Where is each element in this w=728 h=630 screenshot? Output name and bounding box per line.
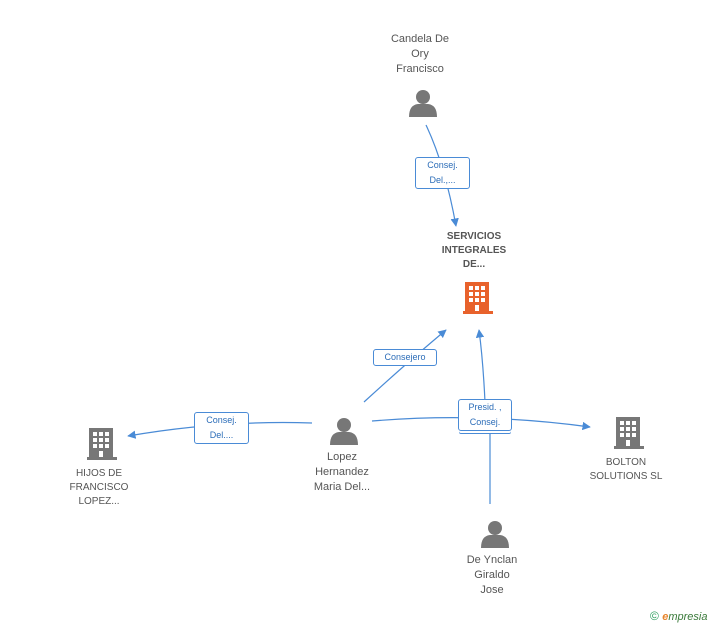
node-label-line: Francisco (396, 63, 444, 75)
node-label-line: SOLUTIONS SL (589, 471, 663, 482)
edge-lopez-servicios (363, 329, 447, 403)
building-icon[interactable] (614, 417, 644, 449)
node-label-line: Jose (480, 584, 504, 596)
edge-label-line: Presid. , (468, 402, 502, 412)
node-label-lopez[interactable]: Lopez Hernandez Maria Del... (292, 450, 392, 495)
copyright-icon: © (650, 609, 659, 623)
node-label-bolton[interactable]: BOLTON SOLUTIONS SL (576, 456, 676, 484)
edge-label-line: Del.,... (429, 175, 456, 185)
edge-label-line: Consej. (469, 417, 501, 427)
person-icon[interactable] (330, 418, 358, 445)
edge-label-line: Consej. (427, 160, 458, 170)
edge-label-candela-servicios[interactable]: Consej. Del.,... (415, 157, 470, 189)
node-label-ynclan[interactable]: De Ynclan Giraldo Jose (442, 553, 542, 598)
node-label-servicios[interactable]: SERVICIOS INTEGRALES DE... (424, 230, 524, 272)
edge-label-line: Consejero (384, 352, 426, 362)
edge-label-presid[interactable]: Presid. , Consej. (458, 399, 512, 431)
edge-label-lopez-servicios[interactable]: Consejero (373, 349, 437, 366)
node-label-line: FRANCISCO (69, 482, 129, 493)
brand-logo: empresia (662, 611, 708, 623)
edge-ynclan-servicios (475, 329, 486, 403)
node-label-hijos[interactable]: HIJOS DE FRANCISCO LOPEZ... (49, 467, 149, 509)
building-icon[interactable] (87, 428, 117, 460)
node-label-line: Maria Del... (313, 481, 371, 493)
node-label-line: De Ynclan (466, 554, 518, 566)
node-label-line: SERVICIOS (446, 231, 502, 242)
node-label-candela[interactable]: Candela De Ory Francisco (370, 32, 470, 77)
person-icon[interactable] (409, 90, 437, 117)
edge-label-lopez-hijos[interactable]: Consej. Del.... (194, 412, 249, 444)
edge-label-line: Consej. (206, 415, 237, 425)
node-label-line: INTEGRALES (441, 245, 507, 256)
node-label-line: Candela De (390, 33, 450, 45)
building-icon[interactable] (463, 282, 493, 314)
node-label-line: Giraldo (474, 569, 510, 581)
node-label-line: BOLTON (605, 457, 647, 468)
node-label-line: HIJOS DE (75, 468, 123, 479)
node-label-line: Lopez (327, 451, 357, 463)
edge-label-line: Del.... (209, 430, 234, 440)
node-label-line: DE... (462, 259, 486, 270)
empresia-brand[interactable]: © empresia (650, 609, 707, 623)
node-label-line: LOPEZ... (78, 496, 120, 507)
person-icon[interactable] (481, 521, 509, 548)
node-label-line: Hernandez (315, 466, 369, 478)
node-label-line: Ory (411, 48, 429, 60)
